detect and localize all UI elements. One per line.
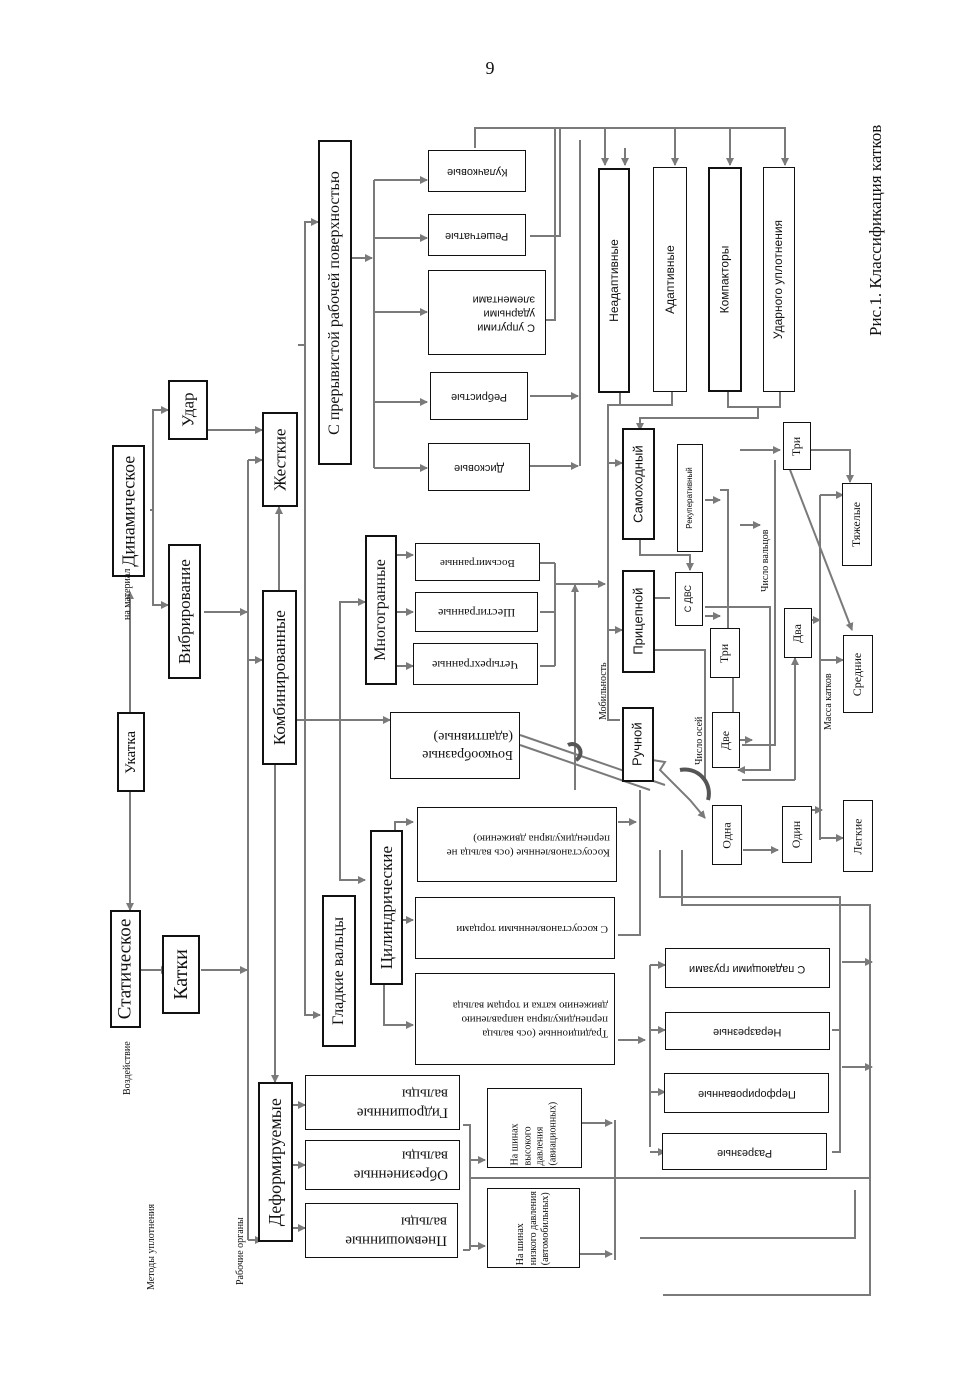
node-rolling: Укатка [117, 712, 145, 792]
node-barrel: Бочкообразные (адаптивные) [390, 712, 520, 779]
label-mass: Масса катков [823, 673, 834, 730]
node-octahedral: Восьмигранные [415, 543, 540, 581]
node-rollers: Катки [162, 935, 200, 1014]
label-axles-count: Число осей [694, 716, 705, 765]
node-smooth: Гладкие вальцы [322, 895, 356, 1047]
node-recuperative: Рекуперативный [677, 444, 703, 552]
node-three-rollers: Три [783, 422, 811, 470]
node-cut: Разрезные [662, 1133, 827, 1170]
node-interrupted: С прерывистой рабочей поверхностью [318, 140, 352, 465]
node-two-rollers: Два [784, 608, 812, 658]
node-three-axles: Три [710, 628, 740, 678]
node-hexahedral: Шестигранные [415, 592, 538, 632]
label-working-bodies: Рабочие органы [235, 1217, 246, 1285]
node-oblique: Косоустановленные (ось вальца не перпенд… [417, 807, 617, 882]
label-on-material: на материал [122, 568, 133, 620]
node-deformable: Деформируемые [258, 1082, 293, 1242]
node-dynamic: Динамическое [112, 445, 145, 577]
node-self-propelled: Самоходный [622, 428, 655, 540]
node-heavy: Тяжелые [842, 483, 872, 566]
node-impact: Удар [168, 380, 208, 440]
node-polyhedral: Многогранные [365, 535, 397, 685]
node-vibration: Вибрирование [168, 544, 201, 679]
node-two-axles: Две [712, 712, 740, 768]
node-falling-weights: С падающими грузами [665, 948, 830, 988]
node-tetrahedral: Четырехгранные [413, 643, 538, 685]
node-impact-compaction: Ударного уплотнения [763, 167, 795, 392]
label-impact: Воздействие [122, 1041, 133, 1095]
label-methods: Методы уплотнения [146, 1203, 157, 1290]
node-rubber: Обрезиненные вальцы [305, 1140, 460, 1190]
node-towed: Прицепной [622, 570, 655, 673]
node-disc: Дисковые [428, 443, 530, 491]
node-hydro: Гидрошинные вальцы [305, 1075, 460, 1130]
node-pneumo: Пневмошинные вальцы [305, 1203, 458, 1258]
node-with-ice: С ДВС [675, 572, 703, 626]
node-combined: Комбинированные [262, 590, 297, 765]
node-compactors: Компакторы [708, 167, 742, 392]
node-grid: Решетчатые [428, 214, 526, 256]
node-oblique-ends: С косоустановленными торцами [415, 897, 615, 959]
node-adaptive: Адаптивные [653, 167, 687, 392]
label-rollers-count: Число вальцов [760, 529, 771, 592]
node-cam: Кулачковые [428, 150, 526, 192]
node-rigid: Жесткие [262, 412, 298, 507]
node-perforated: Перфорированные [664, 1073, 829, 1113]
node-one-axle: Одна [712, 805, 742, 865]
node-manual: Ручной [622, 707, 654, 782]
node-ribbed: Ребристые [430, 372, 528, 420]
node-medium: Средние [843, 635, 873, 713]
node-uncut: Неразрезные [665, 1012, 830, 1050]
label-mobility: Мобильность [598, 662, 609, 720]
node-non-adaptive: Неадаптивные [598, 168, 630, 393]
node-light: Легкие [843, 800, 873, 872]
node-traditional: Традиционные (ось вальца перпендикулярна… [415, 973, 615, 1065]
node-high-pressure: На шинах высокого давления (авиационных) [487, 1088, 582, 1168]
node-static: Статическое [110, 910, 141, 1028]
node-elastic: С упругими ударными элементами [428, 270, 546, 355]
node-low-pressure: На шинах низкого давления (автомобильных… [487, 1188, 580, 1268]
figure-caption: Рис.1. Классификация катков [866, 124, 885, 336]
node-one-roller: Один [782, 806, 812, 863]
node-cylindrical: Цилиндрические [370, 830, 403, 985]
bridge-arc [567, 742, 583, 762]
bridge-arc [679, 767, 711, 801]
page-number: 9 [485, 58, 495, 78]
